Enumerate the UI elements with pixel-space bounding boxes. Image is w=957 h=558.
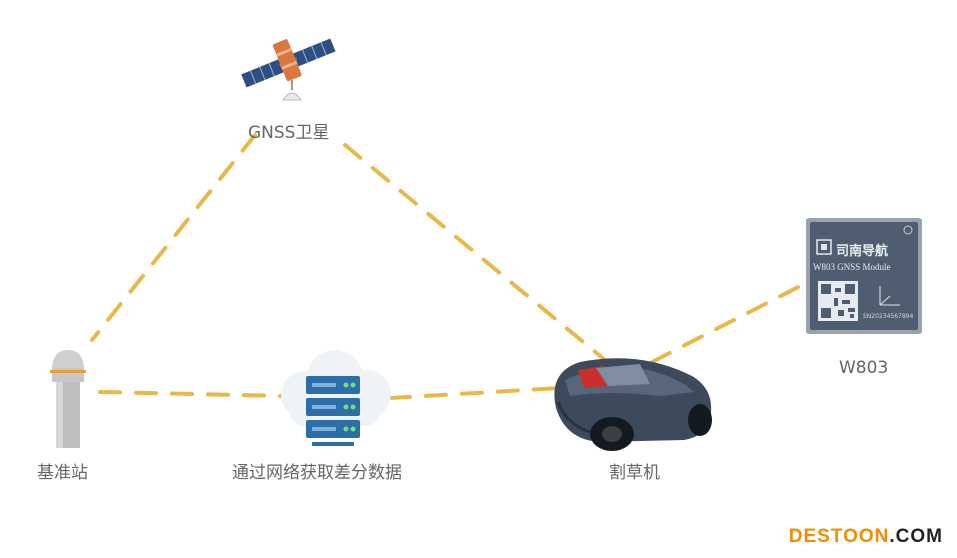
link-satellite-base	[90, 133, 257, 342]
gnss-module-icon	[806, 218, 922, 334]
link-server-mower	[388, 386, 562, 400]
axis-icon	[879, 286, 900, 306]
watermark-domain: .COM	[889, 526, 943, 547]
module-label: W803	[839, 358, 889, 378]
watermark: DESTOON.COM	[789, 526, 943, 548]
link-mower-module	[650, 280, 810, 364]
lawn-mower-icon	[554, 358, 712, 451]
watermark-brand: DESTOON	[788, 526, 890, 547]
server-label: 通过网络获取差分数据	[232, 463, 402, 483]
satellite-label: GNSS卫星	[248, 123, 330, 143]
satellite-icon	[241, 38, 336, 88]
mower-label: 割草机	[609, 463, 660, 483]
link-satellite-mower	[343, 143, 607, 362]
module-brand: 司南导航	[836, 244, 889, 259]
base-station-label: 基准站	[37, 463, 88, 483]
cloud-server-icon	[281, 350, 391, 446]
module-model: W803 GNSS Module	[813, 262, 891, 272]
qr-code-icon	[818, 281, 858, 321]
module-serial: SN20234567894	[863, 313, 914, 320]
satellite-antenna-icon	[282, 80, 302, 101]
base-station-icon	[50, 350, 86, 448]
link-base-server	[98, 390, 287, 398]
